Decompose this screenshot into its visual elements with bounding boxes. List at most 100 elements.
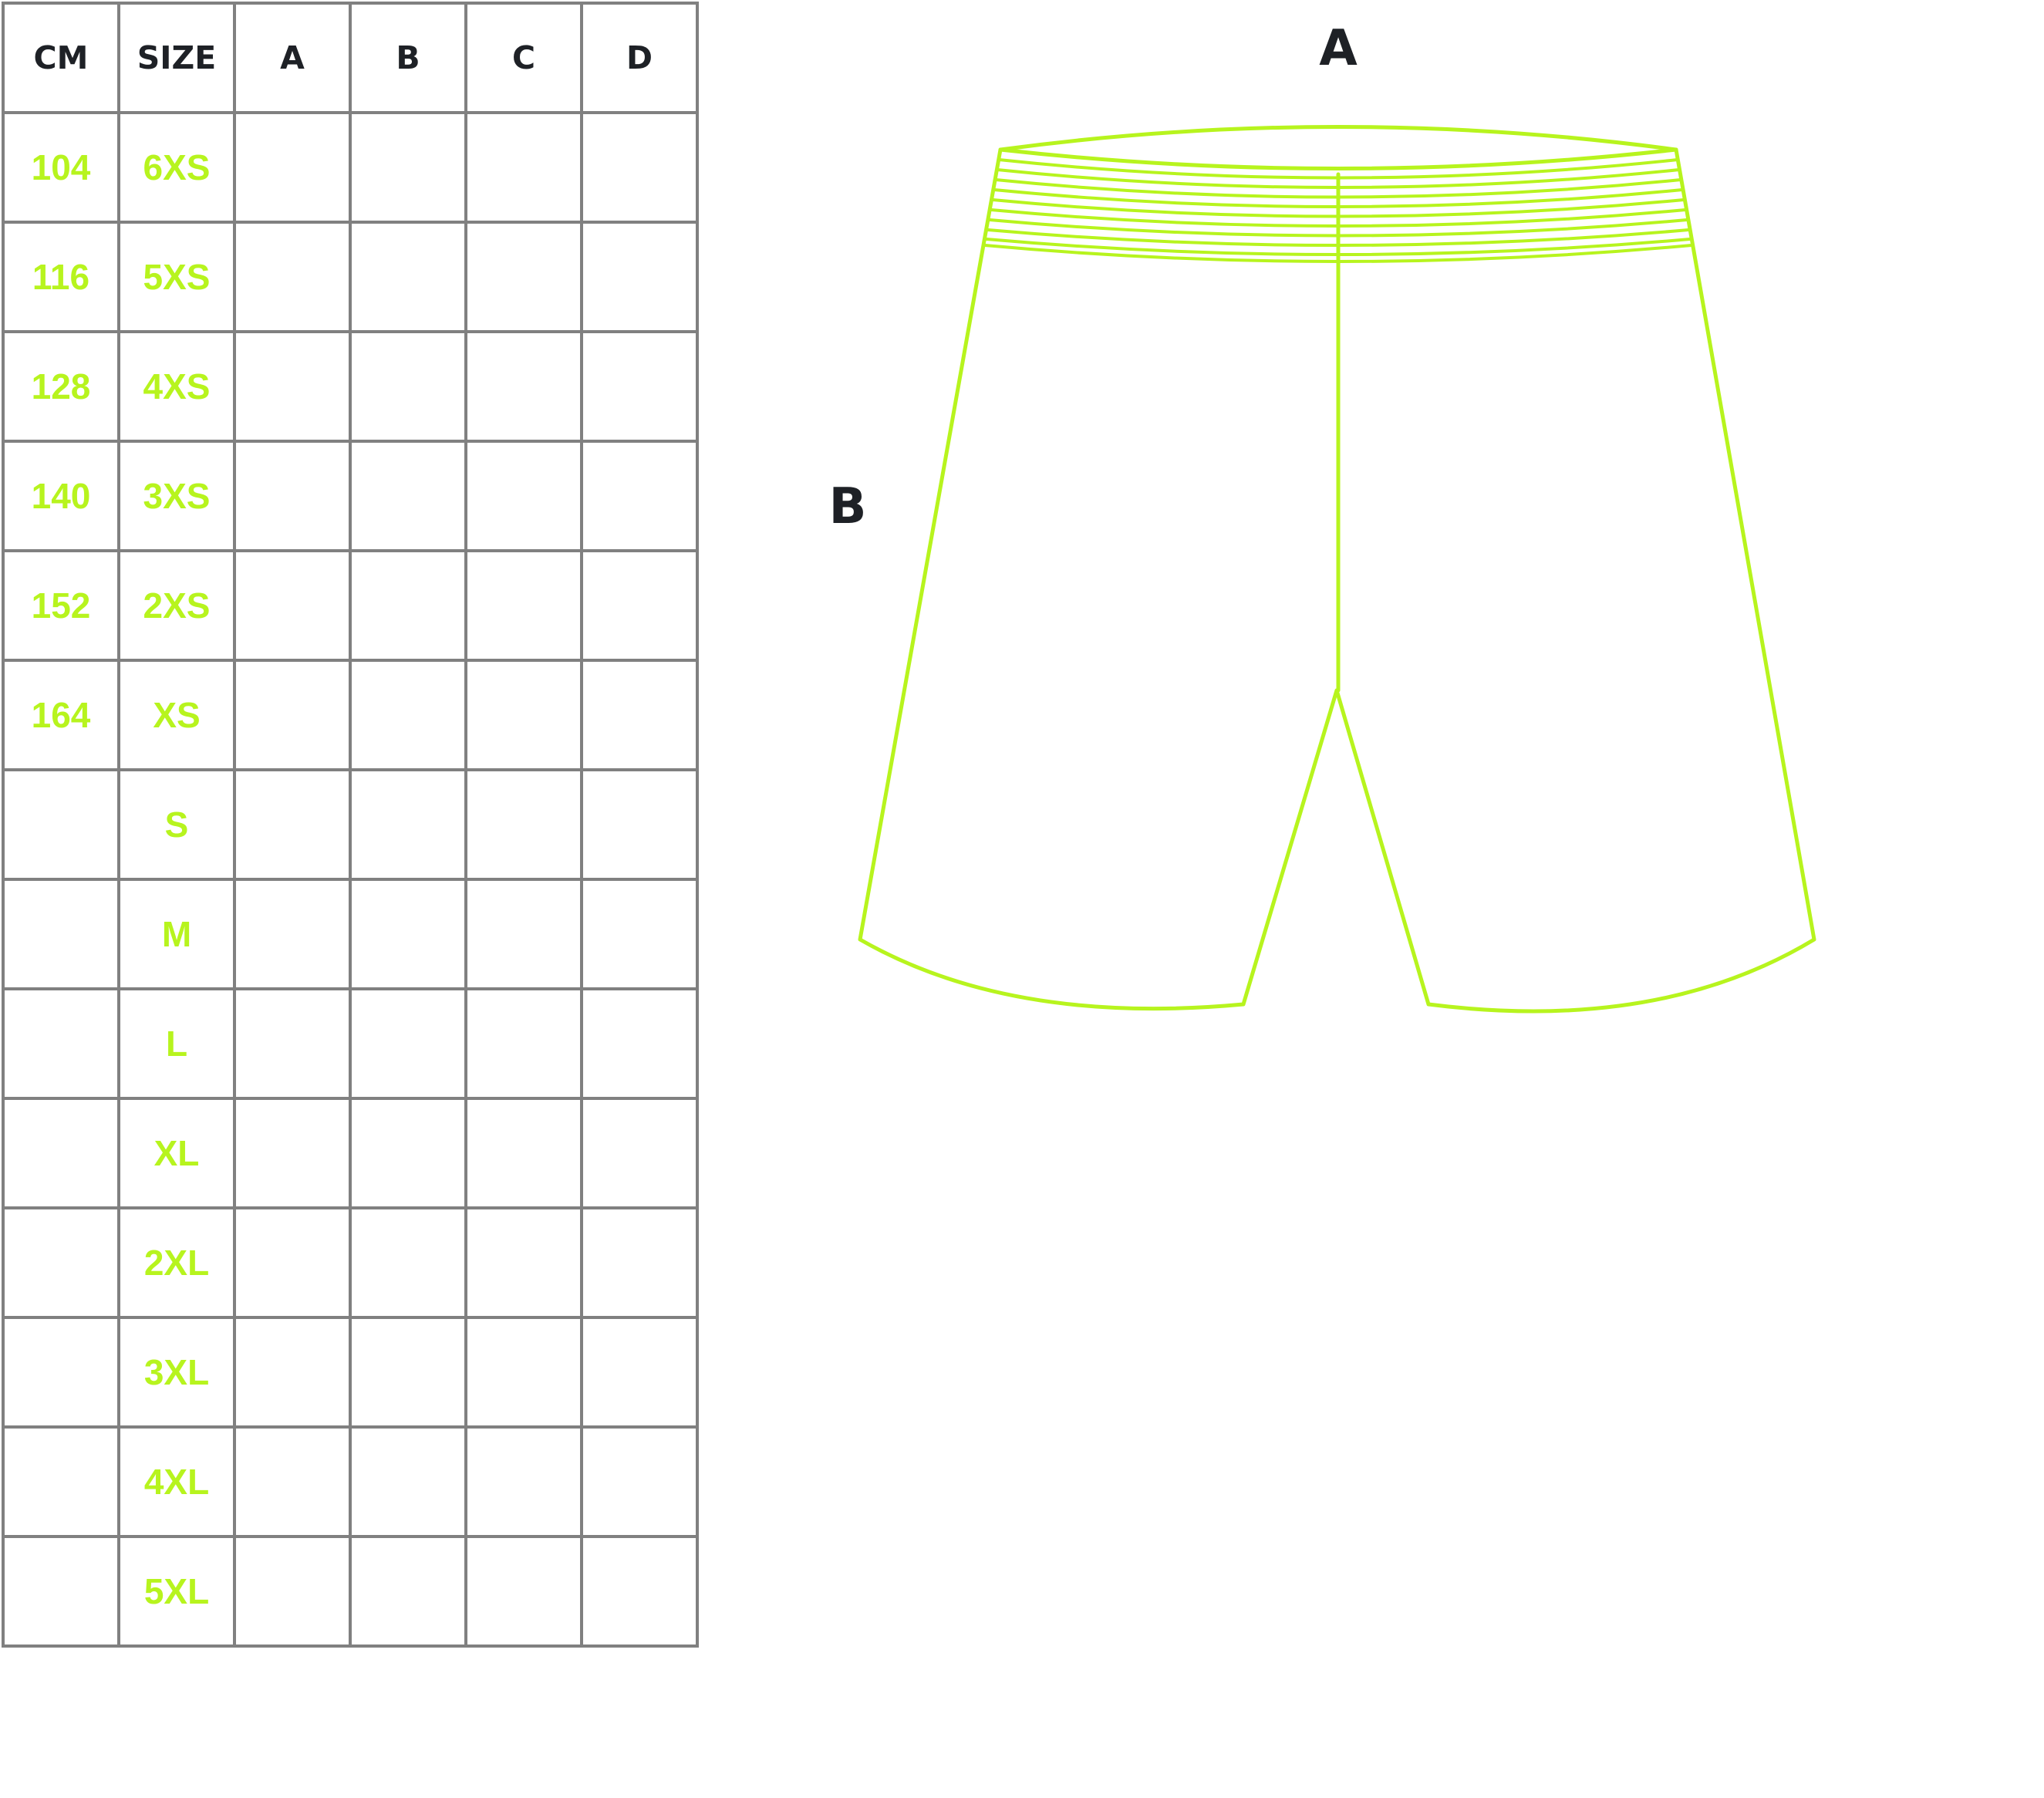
- size-cell: XL: [117, 1097, 236, 1209]
- measurement-cell-d: [580, 1425, 699, 1538]
- cm-cell: [2, 768, 120, 881]
- measurement-cell-b: [349, 1535, 467, 1648]
- cm-cell: 104: [2, 111, 120, 224]
- table-row: 2XL: [2, 1206, 699, 1319]
- cm-cell: [2, 1316, 120, 1429]
- measurement-cell-a: [233, 1425, 352, 1538]
- size-cell: 2XL: [117, 1206, 236, 1319]
- size-cell: 4XL: [117, 1425, 236, 1538]
- measurement-cell-c: [464, 1316, 583, 1429]
- measurement-cell-c: [464, 549, 583, 662]
- size-cell: XS: [117, 659, 236, 771]
- table-row: S: [2, 768, 699, 881]
- cm-cell: 116: [2, 221, 120, 333]
- measurement-cell-b: [349, 987, 467, 1100]
- size-cell: L: [117, 987, 236, 1100]
- measurement-cell-c: [464, 659, 583, 771]
- measurement-cell-b: [349, 1425, 467, 1538]
- cm-cell: [2, 1535, 120, 1648]
- size-cell: S: [117, 768, 236, 881]
- dimension-label-a: A: [1319, 20, 1358, 77]
- measurement-cell-a: [233, 768, 352, 881]
- cm-cell: 128: [2, 330, 120, 443]
- header-b: B: [349, 2, 467, 114]
- measurement-cell-a: [233, 330, 352, 443]
- measurement-cell-b: [349, 878, 467, 990]
- cm-cell: 140: [2, 440, 120, 552]
- measurement-cell-c: [464, 1206, 583, 1319]
- measurement-cell-d: [580, 549, 699, 662]
- measurement-cell-d: [580, 987, 699, 1100]
- measurement-cell-c: [464, 440, 583, 552]
- measurement-cell-a: [233, 111, 352, 224]
- measurement-cell-a: [233, 549, 352, 662]
- waistband-top: [998, 125, 1678, 152]
- measurement-cell-d: [580, 221, 699, 333]
- cm-cell: 164: [2, 659, 120, 771]
- measurement-cell-d: [580, 1535, 699, 1648]
- measurement-cell-d: [580, 111, 699, 224]
- header-size: SIZE: [117, 2, 236, 114]
- cm-cell: [2, 878, 120, 990]
- measurement-cell-d: [580, 1097, 699, 1209]
- table-row: M: [2, 878, 699, 990]
- cm-cell: [2, 1097, 120, 1209]
- header-d: D: [580, 2, 699, 114]
- cm-cell: [2, 1425, 120, 1538]
- size-chart-header: CM SIZE A B C D: [2, 2, 699, 114]
- measurement-cell-d: [580, 1206, 699, 1319]
- measurement-cell-b: [349, 549, 467, 662]
- measurement-cell-b: [349, 111, 467, 224]
- measurement-cell-c: [464, 987, 583, 1100]
- header-c: C: [464, 2, 583, 114]
- table-row: 5XL: [2, 1535, 699, 1648]
- measurement-cell-a: [233, 440, 352, 552]
- cm-cell: [2, 1206, 120, 1319]
- measurement-cell-d: [580, 330, 699, 443]
- size-cell: 2XS: [117, 549, 236, 662]
- measurement-cell-c: [464, 1097, 583, 1209]
- table-row: XL: [2, 1097, 699, 1209]
- measurement-cell-a: [233, 221, 352, 333]
- measurement-cell-a: [233, 1097, 352, 1209]
- measurement-cell-b: [349, 1206, 467, 1319]
- measurement-cell-a: [233, 659, 352, 771]
- measurement-cell-d: [580, 878, 699, 990]
- table-row: L: [2, 987, 699, 1100]
- measurement-cell-d: [580, 768, 699, 881]
- measurement-cell-b: [349, 1097, 467, 1209]
- header-a: A: [233, 2, 352, 114]
- measurement-cell-a: [233, 1316, 352, 1429]
- size-cell: 4XS: [117, 330, 236, 443]
- measurement-cell-a: [233, 987, 352, 1100]
- measurement-cell-a: [233, 1206, 352, 1319]
- measurement-cell-a: [233, 1535, 352, 1648]
- size-cell: 3XS: [117, 440, 236, 552]
- size-cell: 5XS: [117, 221, 236, 333]
- measurement-cell-c: [464, 1535, 583, 1648]
- header-cm: CM: [2, 2, 120, 114]
- size-cell: 5XL: [117, 1535, 236, 1648]
- measurement-cell-d: [580, 659, 699, 771]
- header-row: CM SIZE A B C D: [2, 2, 699, 114]
- measurement-cell-c: [464, 1425, 583, 1538]
- measurement-cell-c: [464, 878, 583, 990]
- measurement-cell-b: [349, 768, 467, 881]
- measurement-cell-d: [580, 1316, 699, 1429]
- cm-cell: 152: [2, 549, 120, 662]
- measurement-cell-c: [464, 221, 583, 333]
- measurement-cell-b: [349, 221, 467, 333]
- shorts-outline-icon: [858, 125, 1816, 1014]
- measurement-cell-a: [233, 878, 352, 990]
- dimension-label-b: B: [829, 478, 867, 535]
- measurement-cell-b: [349, 330, 467, 443]
- size-cell: 3XL: [117, 1316, 236, 1429]
